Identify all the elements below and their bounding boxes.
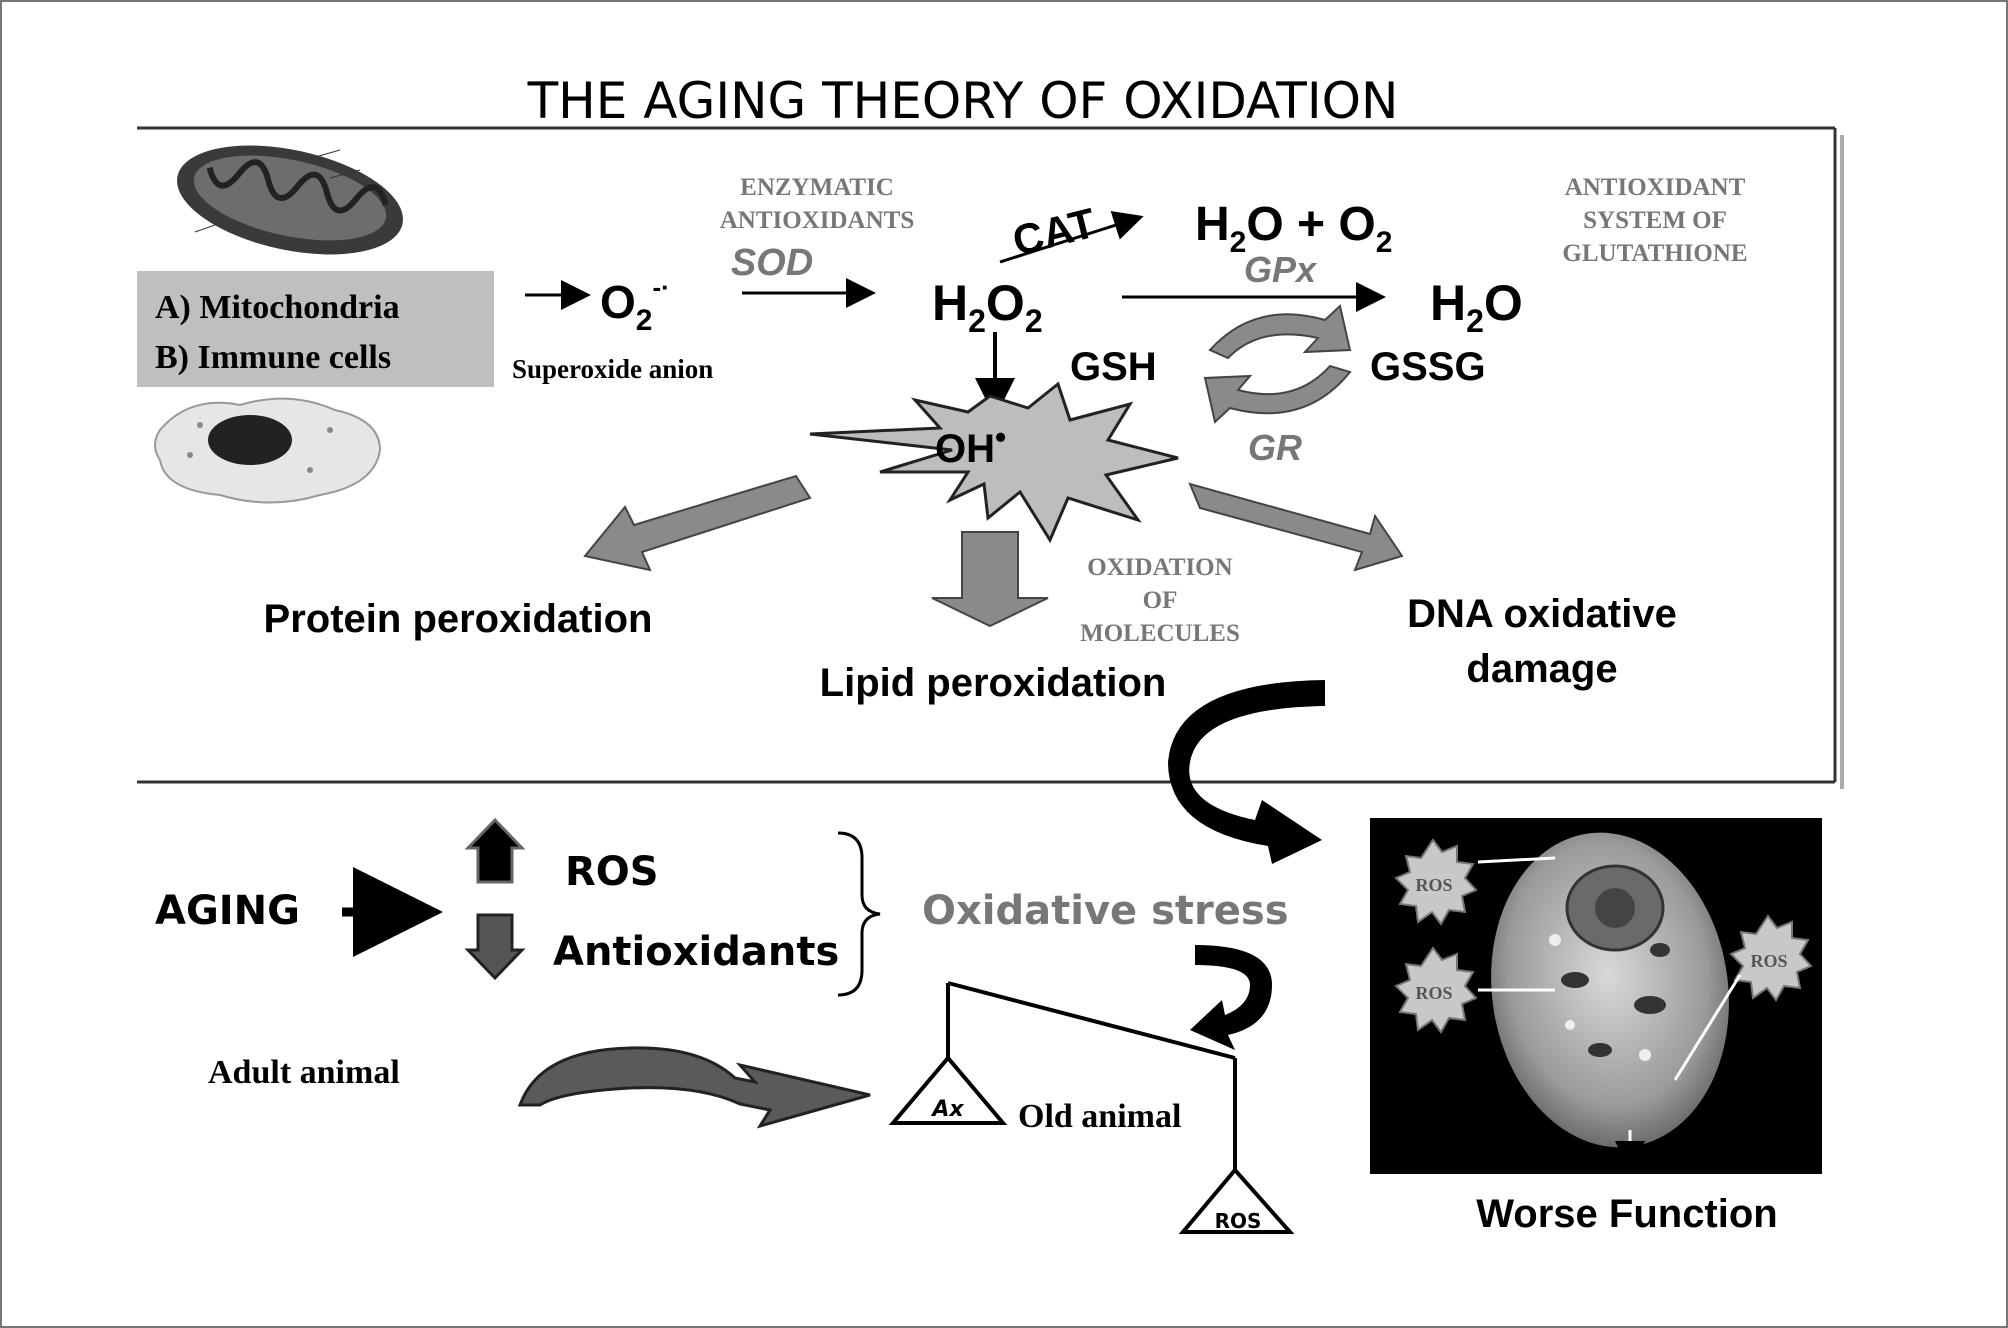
curved-arrow-adult-to-old [517, 1046, 871, 1129]
arrow-to-protein [583, 474, 812, 572]
gssg-label: GSSG [1370, 345, 1486, 389]
ros-badge-3: ROS [1729, 914, 1813, 1002]
svg-text:ROS: ROS [1750, 951, 1787, 971]
oxidation-label-2: OF [1143, 587, 1178, 614]
h2o-formula: H2O [1430, 275, 1523, 339]
glutathione-label-3: GLUTATHIONE [1562, 240, 1747, 267]
gpx-label: GPx [1244, 249, 1318, 290]
dna-damage-label-1: DNA oxidative [1407, 592, 1677, 636]
oxidation-label-1: OXIDATION [1087, 554, 1232, 581]
ax-weight-label: Ax [930, 1097, 964, 1122]
arrow-cat [999, 210, 1144, 264]
ros-up-arrow [464, 817, 526, 884]
superoxide-formula: O2-· [600, 272, 670, 337]
h2o-plus-o2: H2O + O2 [1195, 198, 1392, 259]
adult-animal-label: Adult animal [208, 1054, 400, 1091]
mitochondrion-icon [177, 145, 403, 255]
svg-text:ROS: ROS [1415, 983, 1452, 1003]
lipid-peroxidation-label: Lipid peroxidation [820, 661, 1167, 705]
sod-label: SOD [731, 242, 813, 284]
arrow-to-lipid [931, 531, 1049, 628]
old-animal-label: Old animal [1018, 1098, 1181, 1135]
worse-function-label: Worse Function [1476, 1192, 1777, 1236]
oxidation-label-3: MOLECULES [1080, 620, 1240, 647]
antioxidants-label: Antioxidants [553, 929, 839, 975]
brace [837, 831, 881, 997]
top-frame [137, 126, 1844, 789]
hydroxyl-radical-burst [809, 381, 1179, 544]
curved-arrow-to-balance [1190, 945, 1272, 1050]
ros-pointer-1 [1477, 856, 1556, 864]
ros-badge-1: ROS [1394, 838, 1478, 926]
source-mitochondria: A) Mitochondria [155, 289, 400, 326]
superoxide-label: Superoxide anion [512, 354, 713, 384]
dna-damage-label-2: damage [1466, 647, 1617, 691]
ros-pointer-3 [1673, 974, 1742, 1081]
svg-text:ROS: ROS [1415, 875, 1452, 895]
glutathione-label-2: SYSTEM OF [1583, 207, 1727, 234]
h2o2-formula: H2O2 [932, 275, 1043, 339]
glutathione-label-1: ANTIOXIDANT [1565, 174, 1746, 201]
glutathione-cycle-arrows [1203, 304, 1352, 424]
aging-label: AGING [155, 888, 300, 934]
balance-scale [888, 981, 1295, 1234]
ros-weight-label: ROS [1215, 1209, 1262, 1233]
source-box [137, 271, 494, 387]
enzymatic-label-2: ANTIOXIDANTS [720, 207, 914, 234]
diagram-title: THE AGING THEORY OF OXIDATION [527, 72, 1399, 130]
enzymatic-label-1: ENZYMATIC [740, 174, 894, 201]
cell-illustration [1491, 832, 1729, 1171]
antioxidants-down-arrow [464, 913, 526, 981]
arrow-to-dna [1188, 482, 1404, 572]
hydroxyl-formula: OH• [935, 419, 1006, 471]
gsh-label: GSH [1070, 345, 1157, 389]
protein-peroxidation-label: Protein peroxidation [264, 597, 653, 641]
curved-arrow-to-cell [1168, 680, 1325, 864]
immune-cell-icon [154, 397, 382, 504]
source-immune-cells: B) Immune cells [155, 339, 391, 376]
ros-label: ROS [565, 849, 659, 895]
ros-badge-2: ROS [1394, 946, 1478, 1034]
gr-label: GR [1248, 427, 1302, 468]
oxidative-stress-label: Oxidative stress [922, 888, 1289, 934]
